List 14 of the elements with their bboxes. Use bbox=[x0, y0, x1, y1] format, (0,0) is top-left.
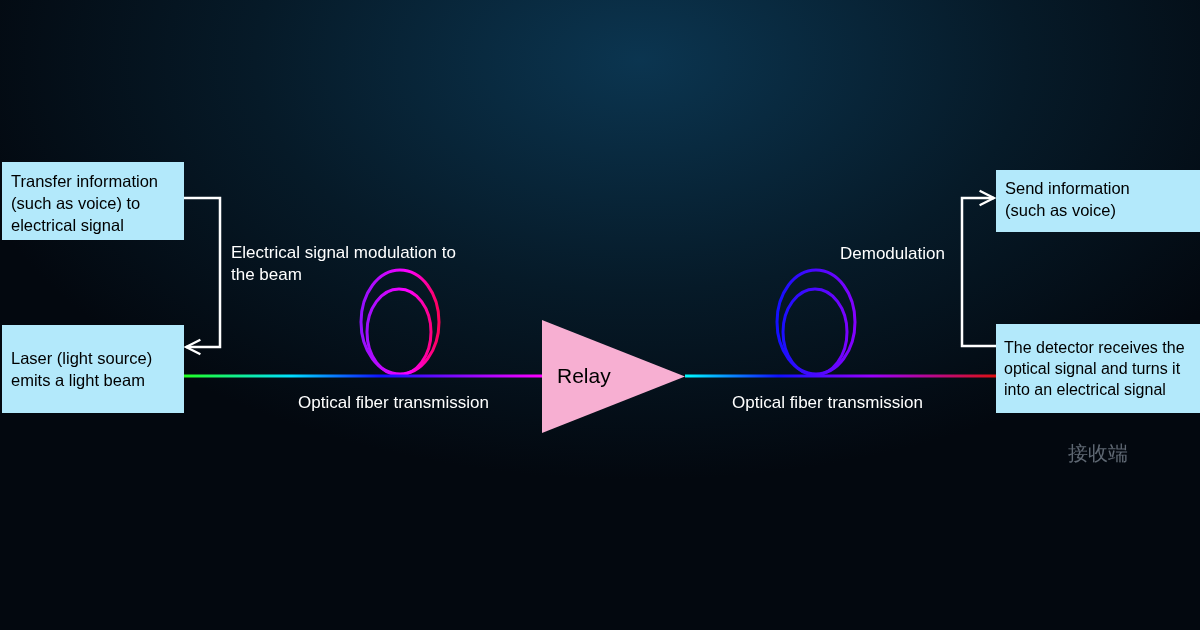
edge-label: Optical fiber transmission bbox=[732, 392, 923, 414]
arrow bbox=[960, 189, 996, 348]
relay-triangle: Relay bbox=[542, 320, 685, 433]
text-box: Transfer information (such as voice) to electrical signal bbox=[2, 162, 184, 240]
text-box: Laser (light source) emits a light beam bbox=[2, 325, 184, 413]
edge-label: Optical fiber transmission bbox=[298, 392, 489, 414]
edge-label: Electrical signal modulation to the beam bbox=[231, 242, 457, 286]
edge-label: Demodulation bbox=[840, 243, 945, 265]
caption-label: 接收端 bbox=[1068, 442, 1128, 464]
optical-fiber-line bbox=[685, 374, 996, 378]
optical-fiber-line bbox=[184, 374, 542, 378]
text-box: Send information (such as voice) bbox=[996, 170, 1200, 232]
arrow bbox=[184, 196, 222, 356]
text-box: The detector receives the optical signal and turns it into an electrical signal bbox=[996, 324, 1200, 413]
